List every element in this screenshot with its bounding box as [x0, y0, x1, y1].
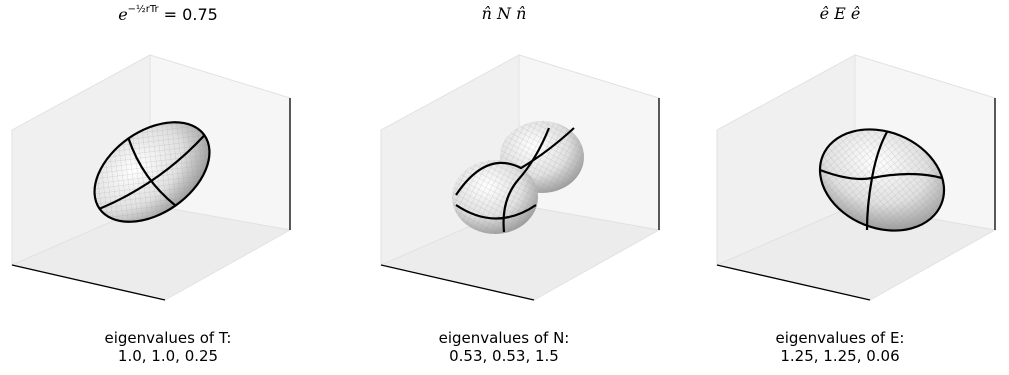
panel-n: n̂ N n̂ eigenvalues of N: 0.53, 0.53, 1.…: [336, 0, 672, 375]
eigenvalue-caption: eigenvalues of T: 1.0, 1.0, 0.25: [104, 329, 232, 365]
x-axis-line: [716, 264, 871, 301]
tensor-surface: [93, 121, 211, 223]
principal-curve: [99, 134, 206, 210]
principal-curve: [455, 127, 575, 196]
principal-curve: [455, 204, 537, 220]
3d-axes: [379, 54, 661, 301]
principal-curve: [127, 138, 177, 207]
eigenvalue-caption: eigenvalues of N: 0.53, 0.53, 1.5: [438, 329, 570, 365]
principal-curve: [502, 127, 551, 233]
x-axis-line: [380, 264, 535, 301]
panel-title: ê E ê: [819, 4, 861, 23]
tensor-surface: [818, 128, 946, 232]
x-axis-line: [11, 264, 166, 301]
panel-title: n̂ N n̂: [481, 4, 527, 23]
3d-axes: [715, 54, 997, 301]
3d-axes: [10, 54, 292, 301]
principal-curve: [865, 177, 874, 231]
principal-curve: [818, 128, 946, 232]
panel-e: ê E ê eigenvalues of E: 1.25, 1.25, 0.06: [672, 0, 1008, 375]
panel-title: e−½rTr = 0.75: [118, 4, 218, 24]
eigenvalue-caption: eigenvalues of E: 1.25, 1.25, 0.06: [775, 329, 905, 365]
principal-curve: [871, 172, 943, 180]
panel-t: e−½rTr = 0.75 eigenvalues of T: 1.0, 1.0…: [0, 0, 336, 375]
tensor-surface: [452, 121, 584, 234]
